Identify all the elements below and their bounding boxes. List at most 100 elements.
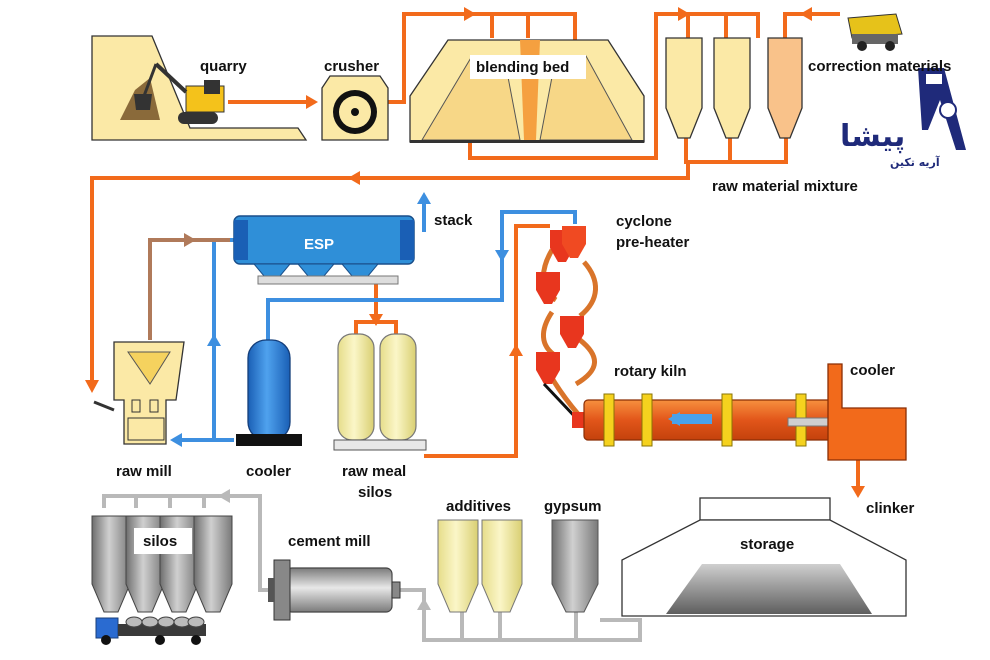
raw-silo-2 xyxy=(713,37,751,139)
cyclone-stage-3 xyxy=(560,316,584,348)
flow-rawmill-esp xyxy=(212,238,234,438)
label-cyclone: cyclone xyxy=(616,213,672,230)
logo-mark xyxy=(918,68,966,150)
logo-sub-text: آریه تکین xyxy=(890,155,940,169)
gas-cooler-base xyxy=(236,434,302,446)
label-clinker: clinker xyxy=(866,500,915,517)
esp-filter xyxy=(233,215,415,285)
label-quarry: quarry xyxy=(200,58,247,75)
excavator-icon xyxy=(134,62,225,124)
storage-pile xyxy=(666,564,872,614)
arrow-to-crusher xyxy=(306,95,318,109)
label-cooler-left: cooler xyxy=(246,463,291,480)
raw-material-silos xyxy=(665,37,803,139)
mixture-collector xyxy=(684,138,788,164)
arrow-to-silos xyxy=(678,7,690,21)
cement-silo-1 xyxy=(91,515,131,613)
arrow-to-blending xyxy=(464,7,476,21)
storage-roof-top xyxy=(699,497,831,521)
raw-mill xyxy=(93,341,185,445)
cyclone-top xyxy=(562,226,586,258)
label-correction-materials: correction materials xyxy=(808,58,951,75)
kiln-tyre-2 xyxy=(641,393,653,447)
cement-mill-end xyxy=(273,559,291,621)
gas-cooler xyxy=(236,339,302,446)
cement-silo-4 xyxy=(193,515,233,613)
cyclone-stage-4 xyxy=(536,352,560,384)
flow-crusher-blending xyxy=(388,12,577,104)
label-stack: stack xyxy=(434,212,473,229)
label-additives: additives xyxy=(446,498,511,515)
clinker-cooler xyxy=(827,363,907,461)
bed-base xyxy=(410,140,644,143)
arrow-to-silos-grey xyxy=(218,489,230,503)
cement-silos xyxy=(91,515,233,613)
company-logo xyxy=(918,68,966,150)
crusher xyxy=(321,75,389,141)
kiln-inlet xyxy=(572,412,586,428)
cement-flow-lines xyxy=(102,489,642,642)
label-rotary-kiln: rotary kiln xyxy=(614,363,687,380)
cyclone-stage-2 xyxy=(536,272,560,304)
label-cement-mill: cement mill xyxy=(288,533,371,550)
quarry xyxy=(91,35,308,141)
raw-meal-silos xyxy=(333,333,427,451)
raw-meal-silo-1 xyxy=(337,333,375,441)
flow-bed-silos xyxy=(468,12,760,160)
label-cooler-right: cooler xyxy=(850,362,895,379)
blending-label-box xyxy=(470,55,586,79)
arrow-from-correction xyxy=(800,7,812,21)
kiln-tyre-1 xyxy=(603,393,615,447)
label-raw-mill: raw mill xyxy=(116,463,172,480)
label-raw-meal-silos: silos xyxy=(358,484,392,501)
cement-mill-drum xyxy=(285,567,393,613)
arrow-gas-down xyxy=(495,250,509,262)
label-raw-material-mixture: raw material mixture xyxy=(712,178,858,195)
label-gypsum: gypsum xyxy=(544,498,602,515)
label-preheater: pre-heater xyxy=(616,234,690,251)
gas-cooler-body xyxy=(247,339,291,441)
rawmeal-splitter xyxy=(354,320,398,334)
cyclone-preheater xyxy=(536,226,598,428)
arrow-to-rawmill xyxy=(170,433,182,447)
clinker-storage xyxy=(621,497,907,617)
label-raw-meal: raw meal xyxy=(342,463,406,480)
cooler-body xyxy=(827,363,907,461)
esp-inlet xyxy=(234,220,248,260)
cement-truck-icon xyxy=(95,616,206,645)
arrow-return xyxy=(184,233,196,247)
kiln-tyre-3 xyxy=(721,393,733,447)
arrow-to-clinker xyxy=(851,486,865,498)
silos-label-box xyxy=(134,528,192,554)
label-blending-bed: blending bed xyxy=(476,59,569,76)
arrow-gas-up xyxy=(207,334,221,346)
cement-mill xyxy=(268,559,401,621)
raw-material-flow-lines xyxy=(85,7,865,498)
gypsum-silo xyxy=(551,519,599,613)
raw-meal-silo-2 xyxy=(379,333,417,441)
logo-window xyxy=(926,74,942,84)
arrow-to-stack xyxy=(417,192,431,204)
label-esp: ESP xyxy=(304,236,334,253)
rotary-kiln xyxy=(583,393,835,447)
flow-rawmill-return xyxy=(148,238,230,340)
raw-silo-1 xyxy=(665,37,703,139)
flow-storage-mill xyxy=(576,618,642,642)
dump-truck-icon xyxy=(847,13,903,51)
flow-correction xyxy=(783,12,840,38)
additive-silos xyxy=(437,519,599,613)
arrow-into-rawmill xyxy=(85,380,99,393)
label-crusher: crusher xyxy=(324,58,379,75)
flow-mill-silos xyxy=(102,494,272,592)
esp-conveyor xyxy=(257,275,399,285)
flow-additives-mill xyxy=(398,588,578,642)
flow-rawmeal-preheater xyxy=(424,224,550,458)
arrow-mixture-left xyxy=(348,171,360,185)
esp-outlet xyxy=(400,220,414,260)
flow-mixture-rawmill xyxy=(90,162,690,385)
return-flow-line xyxy=(148,233,230,340)
correction-silo xyxy=(767,37,803,139)
crusher-hub xyxy=(351,108,359,116)
